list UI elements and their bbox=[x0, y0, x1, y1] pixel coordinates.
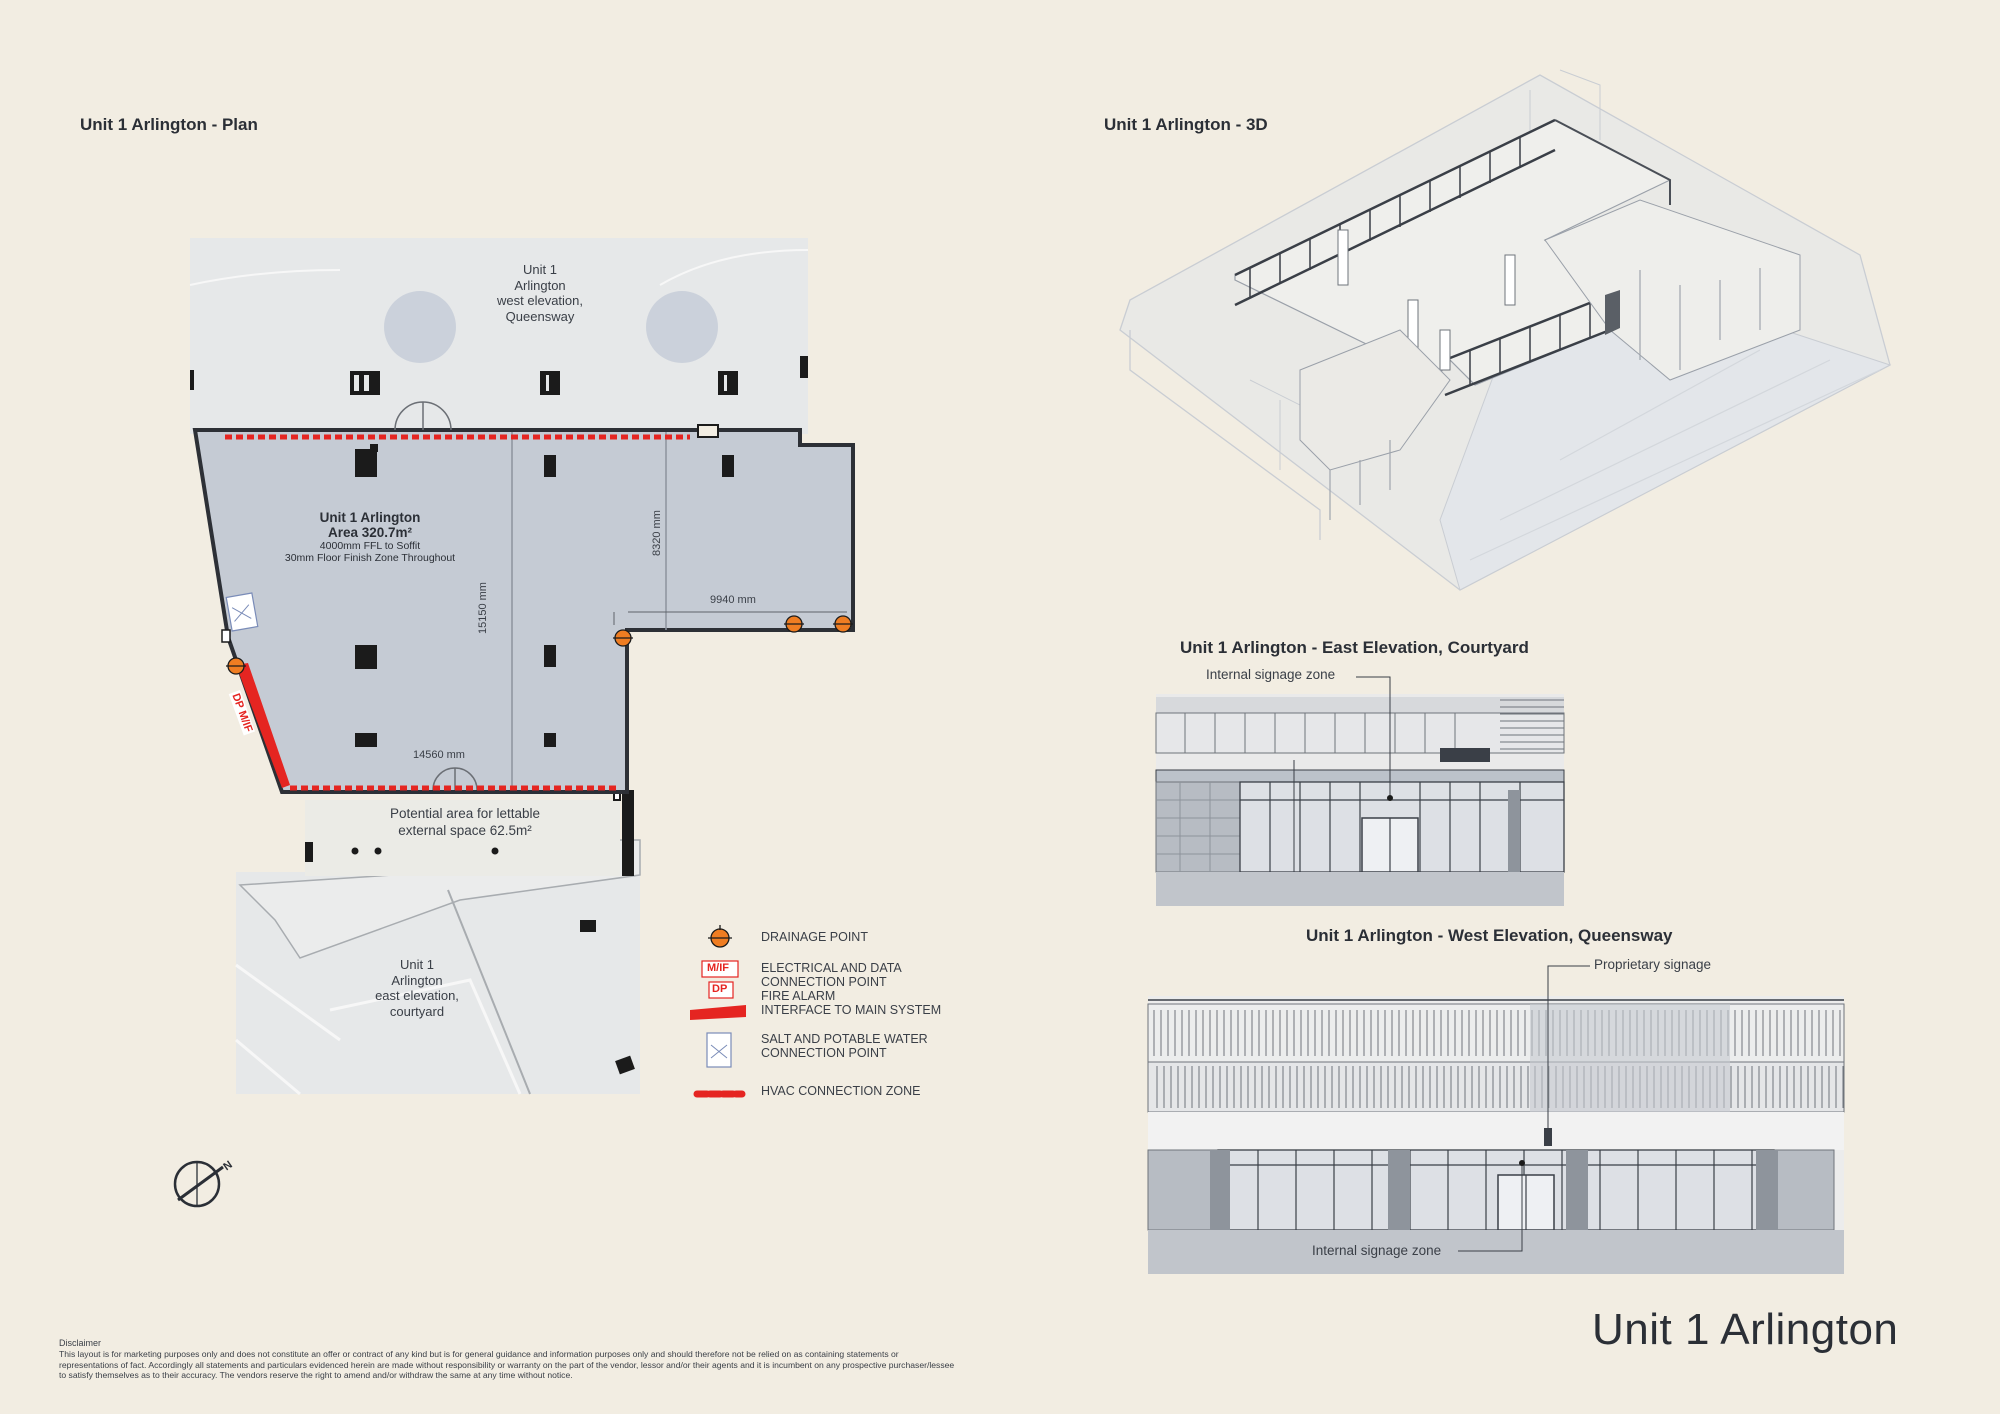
3d-glazing-north bbox=[1234, 118, 1556, 307]
planter-right bbox=[646, 291, 718, 363]
west-elevation-label: Unit 1 Arlington west elevation, Queensw… bbox=[460, 262, 620, 324]
unit-note-soffit: 4000mm FFL to Soffit bbox=[319, 540, 421, 552]
label-line: courtyard bbox=[389, 1003, 445, 1019]
dimension-width: 14560 mm bbox=[413, 749, 465, 761]
dimension-right-width: 9940 mm bbox=[710, 594, 756, 606]
pillar bbox=[540, 371, 560, 395]
fire-alarm-legend-icon bbox=[690, 1005, 746, 1020]
drainage-point-icon bbox=[833, 615, 853, 633]
disclaimer-heading: Disclaimer bbox=[59, 1338, 102, 1348]
floor-plan-drawing bbox=[173, 238, 855, 1208]
north-arrow-icon bbox=[173, 1160, 224, 1208]
legend-hvac: HVAC CONNECTION ZONE bbox=[761, 1084, 921, 1098]
west-elevation-title: Unit 1 Arlington - West Elevation, Queen… bbox=[1306, 926, 1673, 945]
east-elevation-label: Unit 1 Arlington east elevation, courtya… bbox=[337, 957, 497, 1019]
legend-line: CONNECTION POINT bbox=[761, 1046, 887, 1060]
column bbox=[722, 455, 734, 477]
unit-area: Area 320.7m² bbox=[327, 525, 413, 540]
column bbox=[355, 733, 377, 747]
legend-line: ELECTRICAL AND DATA bbox=[761, 961, 902, 975]
legend-icons bbox=[690, 925, 746, 1098]
east-stone-wall bbox=[1155, 781, 1241, 873]
plan-title: Unit 1 Arlington - Plan bbox=[80, 115, 258, 134]
legend-line: SALT AND POTABLE WATER bbox=[761, 1032, 928, 1046]
west-signage-callout-top: Proprietary signage bbox=[1594, 957, 1712, 972]
drainage-legend-icon bbox=[708, 925, 732, 948]
unit-info: Unit 1 Arlington Area 320.7m² 4000mm FFL… bbox=[230, 510, 510, 564]
label-line: Arlington bbox=[391, 972, 443, 988]
legend-line: CONNECTION POINT bbox=[761, 975, 887, 989]
disclaimer-body: This layout is for marketing purposes on… bbox=[59, 1349, 955, 1380]
water-legend-icon bbox=[706, 1032, 732, 1068]
drainage-point-icon bbox=[226, 657, 246, 675]
column bbox=[544, 645, 556, 667]
west-glazing bbox=[1217, 1149, 1775, 1231]
legend-water: SALT AND POTABLE WATER CONNECTION POINT bbox=[761, 1032, 928, 1060]
planter-left bbox=[384, 291, 456, 363]
legend-mif-text: M/IF bbox=[707, 962, 729, 974]
west-louvres-lower bbox=[1147, 1061, 1845, 1113]
external-space bbox=[305, 800, 620, 876]
legend-line: INTERFACE TO MAIN SYSTEM bbox=[761, 1003, 942, 1017]
mif-legend-icon bbox=[701, 960, 739, 978]
unit-note-floor: 30mm Floor Finish Zone Throughout bbox=[284, 552, 456, 564]
label-line: external space 62.5m² bbox=[398, 822, 532, 838]
east-ground bbox=[1156, 872, 1564, 906]
legend-drainage: DRAINAGE POINT bbox=[761, 930, 868, 944]
bollard bbox=[615, 1055, 635, 1075]
column bbox=[544, 733, 556, 747]
drainage-point-icon bbox=[613, 629, 633, 647]
external-space-label: Potential area for lettable external spa… bbox=[330, 806, 600, 839]
fire-alarm-interface-strip bbox=[236, 663, 290, 788]
3d-glazing-east bbox=[1444, 293, 1611, 397]
pillar bbox=[718, 371, 738, 395]
column bbox=[544, 455, 556, 477]
legend-dp-text: DP bbox=[712, 983, 728, 995]
label-line: Unit 1 bbox=[523, 262, 557, 277]
brand-title: Unit 1 Arlington bbox=[1592, 1305, 1899, 1354]
legend-line: FIRE ALARM bbox=[761, 989, 836, 1003]
3d-title: Unit 1 Arlington - 3D bbox=[1104, 115, 1268, 134]
east-elevation-title: Unit 1 Arlington - East Elevation, Court… bbox=[1180, 638, 1529, 657]
dp-legend-icon bbox=[708, 981, 734, 999]
proprietary-signage-zone bbox=[1530, 1004, 1730, 1112]
bollard bbox=[580, 920, 596, 932]
west-ground bbox=[1148, 1230, 1844, 1274]
label-line: Arlington bbox=[514, 277, 566, 293]
west-signage-callout-bottom: Internal signage zone bbox=[1312, 1243, 1442, 1258]
label-line: Potential area for lettable bbox=[389, 806, 541, 821]
unit-name: Unit 1 Arlington bbox=[319, 510, 421, 525]
label-line: east elevation, bbox=[375, 988, 459, 1003]
column bbox=[355, 645, 377, 669]
east-louvres bbox=[1184, 713, 1456, 753]
drainage-point-icon bbox=[784, 615, 804, 633]
label-line: west elevation, bbox=[497, 293, 583, 308]
label-line: Unit 1 bbox=[400, 957, 434, 972]
legend-electrical: ELECTRICAL AND DATA CONNECTION POINT FIR… bbox=[761, 961, 941, 1017]
column bbox=[355, 449, 377, 477]
label-line: Queensway bbox=[505, 308, 575, 324]
east-signage-callout: Internal signage zone bbox=[1206, 667, 1336, 682]
